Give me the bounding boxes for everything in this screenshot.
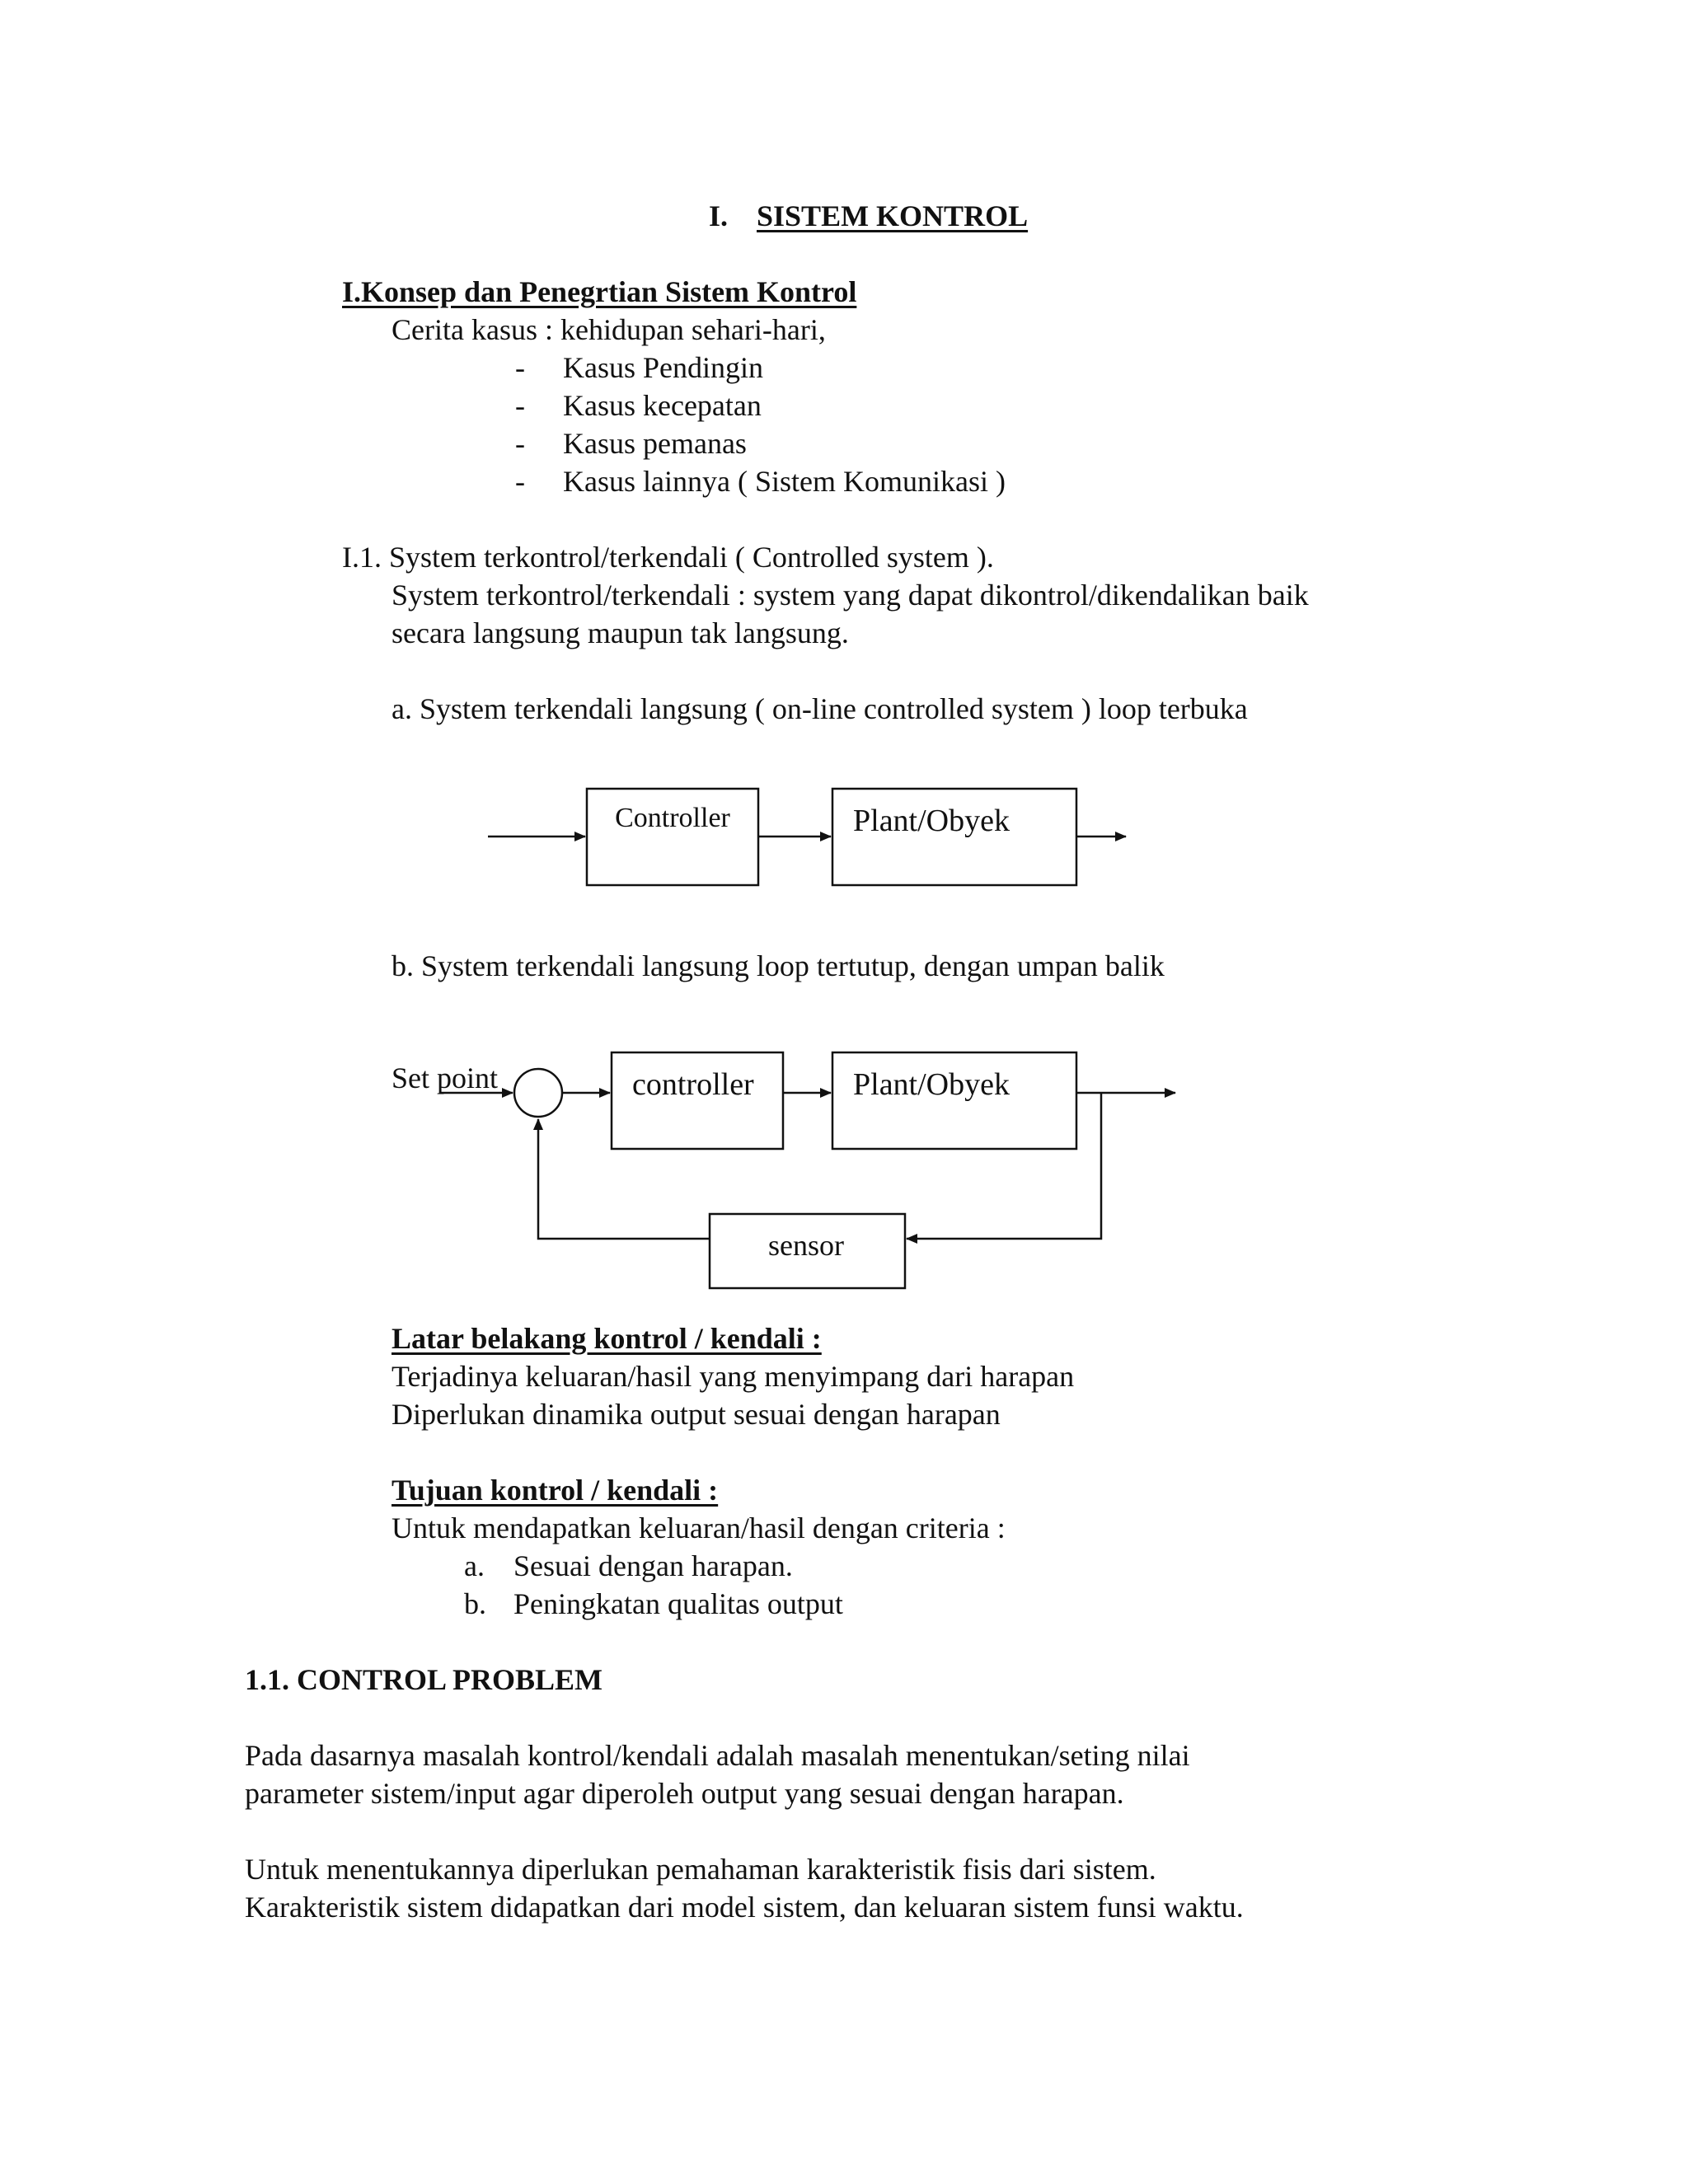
background-line1: Terjadinya keluaran/hasil yang menyimpan… [392,1360,1075,1393]
feedback-down-line [906,1093,1103,1244]
goal-item-marker: a. [464,1549,485,1582]
feedback-return-line [533,1118,710,1240]
plant-label: Plant/Obyek [853,804,1010,838]
section-title-concept: I.Konsep dan Penegrtian Sistem Kontrol [342,275,857,308]
heading-number: I. [709,199,729,232]
background-title: Latar belakang kontrol / kendali : [392,1322,822,1355]
goal-item: Peningkatan qualitas output [513,1587,843,1620]
control-problem-p2-line1: Untuk menentukannya diperlukan pemahaman… [245,1853,1156,1886]
control-problem-p1-line1: Pada dasarnya masalah kontrol/kendali ad… [245,1739,1190,1772]
list-item: Kasus kecepatan [563,389,762,422]
section-title-controlled: I.1. System terkontrol/terkendali ( Cont… [342,541,994,574]
list-item: Kasus pemanas [563,427,747,460]
controlled-definition-line1: System terkontrol/terkendali : system ya… [392,579,1309,612]
sensor-block [708,1212,907,1290]
sensor-label: sensor [768,1229,844,1262]
goal-item: Sesuai dengan harapan. [513,1549,793,1582]
closed-loop-caption: b. System terkendali langsung loop tertu… [392,949,1165,982]
control-problem-title: 1.1. CONTROL PROBLEM [245,1663,603,1696]
list-item-bullet: - [515,427,525,460]
control-problem-p2-line2: Karakteristik sistem didapatkan dari mod… [245,1891,1244,1924]
setpoint-label: Set point [392,1062,498,1094]
plant-label: Plant/Obyek [853,1067,1010,1102]
control-problem-p1-line2: parameter sistem/input agar diperoleh ou… [245,1777,1124,1810]
concept-intro: Cerita kasus : kehidupan sehari-hari, [392,313,826,346]
goal-title: Tujuan kontrol / kendali : [392,1474,719,1507]
plant-block [831,1051,1078,1151]
controller-label: Controller [615,803,730,833]
summing-junction [513,1067,564,1118]
controller-label: controller [632,1067,754,1102]
list-item-bullet: - [515,389,525,422]
goal-item-marker: b. [464,1587,486,1620]
controlled-definition-line2: secara langsung maupun tak langsung. [392,616,849,649]
goal-intro: Untuk mendapatkan keluaran/hasil dengan … [392,1511,1006,1544]
page-title: SISTEM KONTROL [757,199,1029,232]
list-item: Kasus lainnya ( Sistem Komunikasi ) [563,465,1006,498]
list-item-bullet: - [515,351,525,384]
list-item-bullet: - [515,465,525,498]
list-item: Kasus Pendingin [563,351,763,384]
controller-block [610,1051,785,1151]
background-line2: Diperlukan dinamika output sesuai dengan… [392,1398,1001,1431]
open-loop-caption: a. System terkendali langsung ( on-line … [392,692,1248,725]
